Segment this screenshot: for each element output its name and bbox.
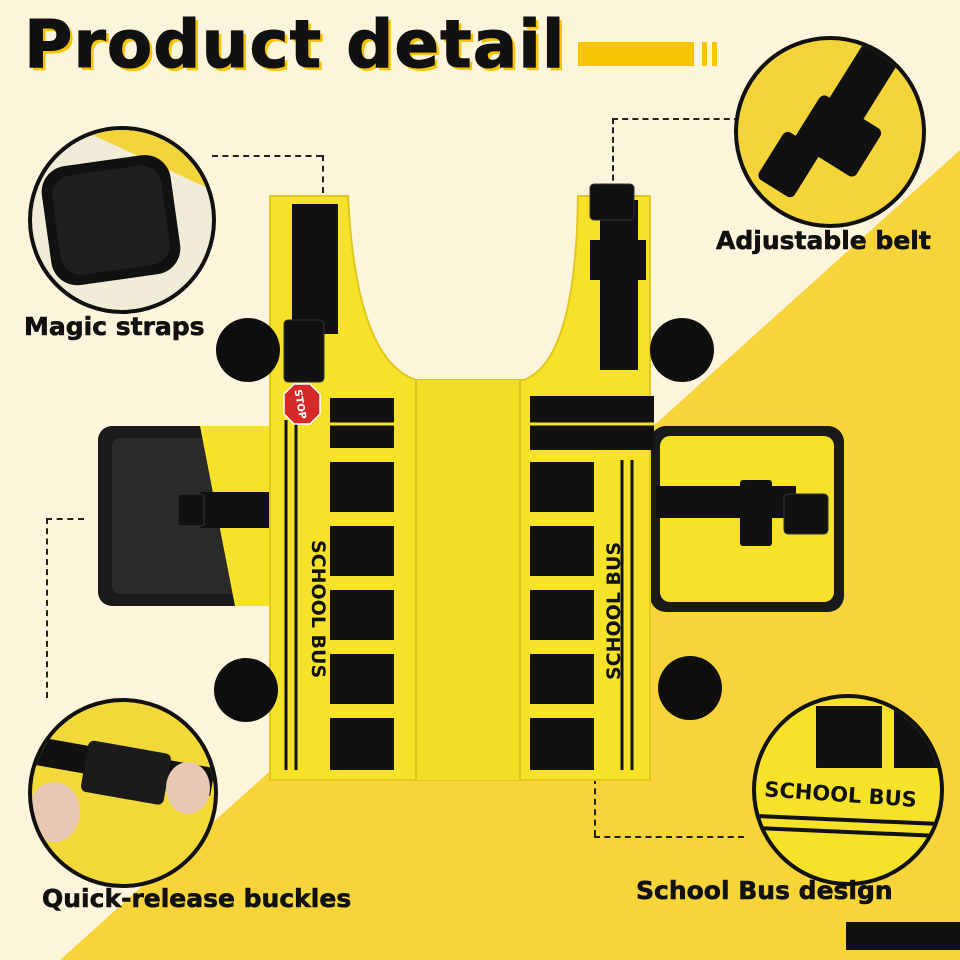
vest-center-panel: [416, 380, 520, 780]
top-buckle: [589, 183, 635, 221]
title-accent-tick: [712, 42, 717, 66]
label-quick-release: Quick-release buckles: [42, 884, 352, 914]
leader-line-school-bus: [594, 836, 744, 838]
foam-disc: [658, 656, 722, 720]
title-accent-tick: [702, 42, 707, 66]
detail-circle-quick-release: [28, 698, 218, 888]
leader-line-magic-straps: [322, 155, 324, 193]
shoulder-buckle: [283, 319, 325, 383]
leader-line-adjustable-belt: [612, 118, 740, 120]
leader-line-school-bus: [594, 778, 596, 836]
title-accent-bar: [578, 42, 694, 66]
foam-disc: [214, 658, 278, 722]
detail-circle-school-bus: SCHOOL BUS: [752, 694, 944, 886]
side-text-left: SCHOOL BUS: [307, 540, 329, 678]
detail-circle-adjustable-belt: [734, 36, 926, 228]
leader-line-quick-release: [46, 518, 48, 698]
right-side-buckle: [783, 493, 829, 535]
left-side-belt: [200, 492, 280, 528]
corner-black-bar: [846, 922, 960, 950]
leader-line-quick-release: [46, 518, 84, 520]
detail-school-bus-text: SCHOOL BUS: [764, 777, 918, 812]
stop-sign-icon: [283, 383, 321, 425]
right-belt-adjuster: [740, 480, 772, 546]
stop-sign-text: STOP: [292, 389, 308, 420]
right-shoulder-strap: [600, 200, 638, 370]
leader-line-adjustable-belt: [612, 118, 614, 190]
foam-disc: [650, 318, 714, 382]
side-text-right: SCHOOL BUS: [603, 542, 625, 680]
foam-disc: [216, 318, 280, 382]
left-shoulder-strap: [292, 204, 338, 334]
detail-circle-magic-straps: [28, 126, 216, 314]
left-side-buckle: [177, 493, 205, 527]
page-title: Product detail: [23, 6, 566, 84]
label-magic-straps: Magic straps: [24, 312, 205, 342]
label-school-bus-design: School Bus design: [636, 876, 893, 906]
right-side-belt: [656, 486, 796, 518]
leader-line-magic-straps: [212, 155, 322, 157]
label-adjustable-belt: Adjustable belt: [716, 226, 931, 256]
